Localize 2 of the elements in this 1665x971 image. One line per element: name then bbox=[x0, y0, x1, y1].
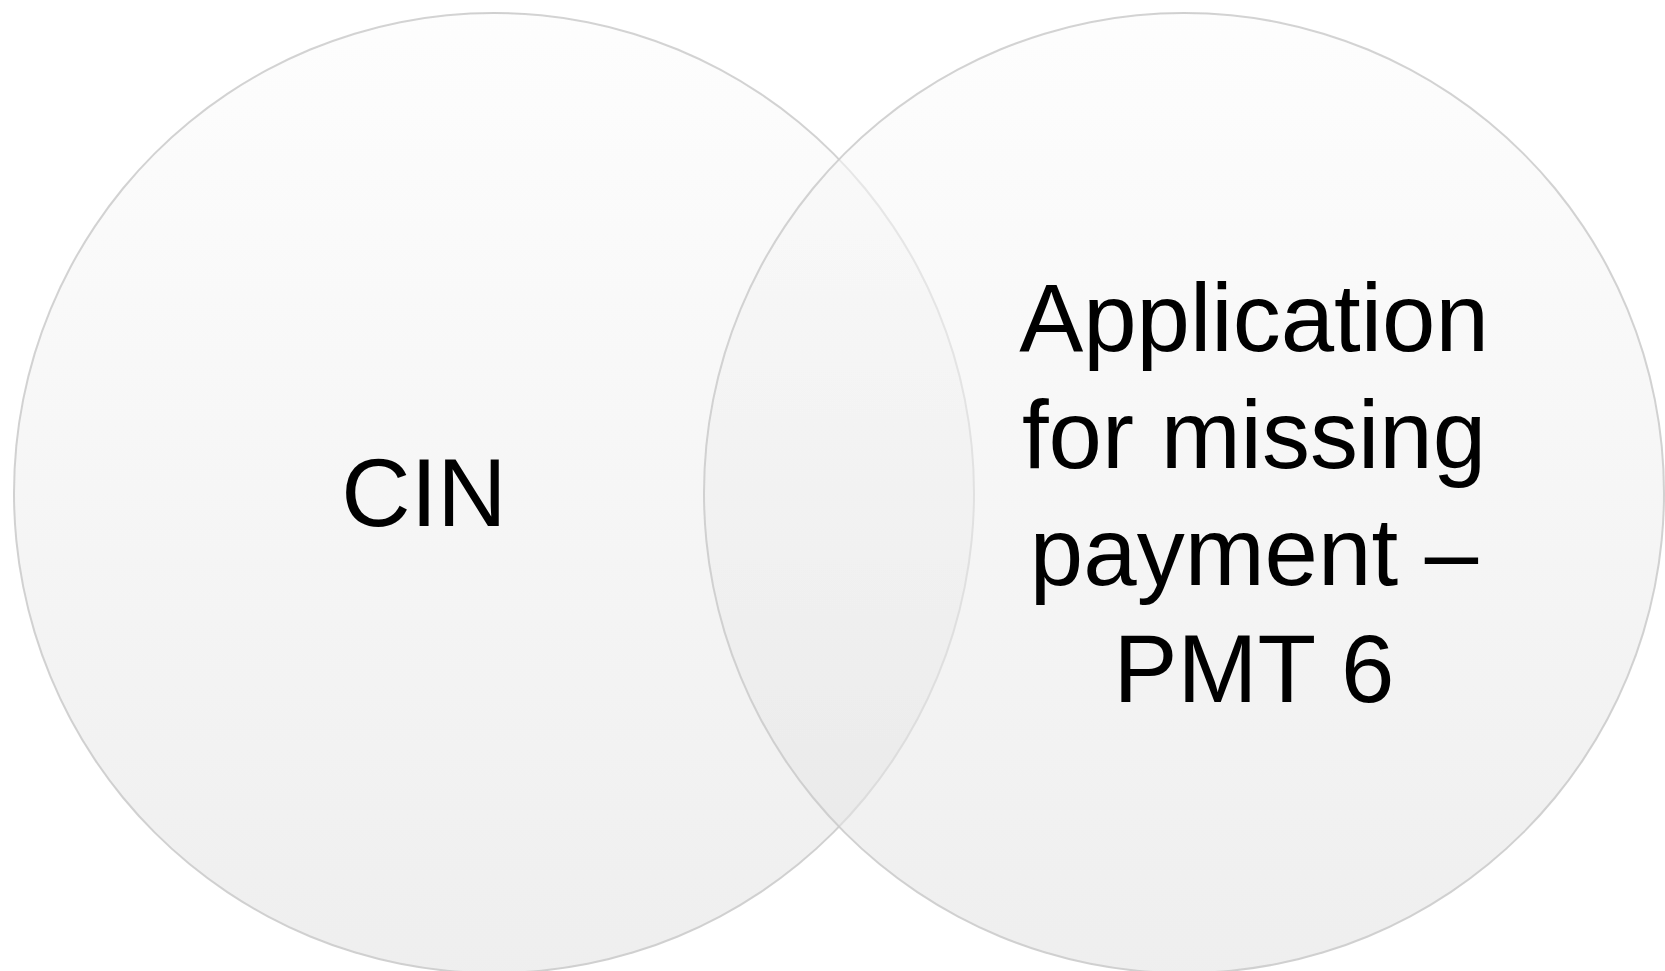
circle-label: CIN bbox=[341, 438, 507, 549]
circle-label: Application for missing payment – PMT 6 bbox=[1018, 262, 1490, 725]
